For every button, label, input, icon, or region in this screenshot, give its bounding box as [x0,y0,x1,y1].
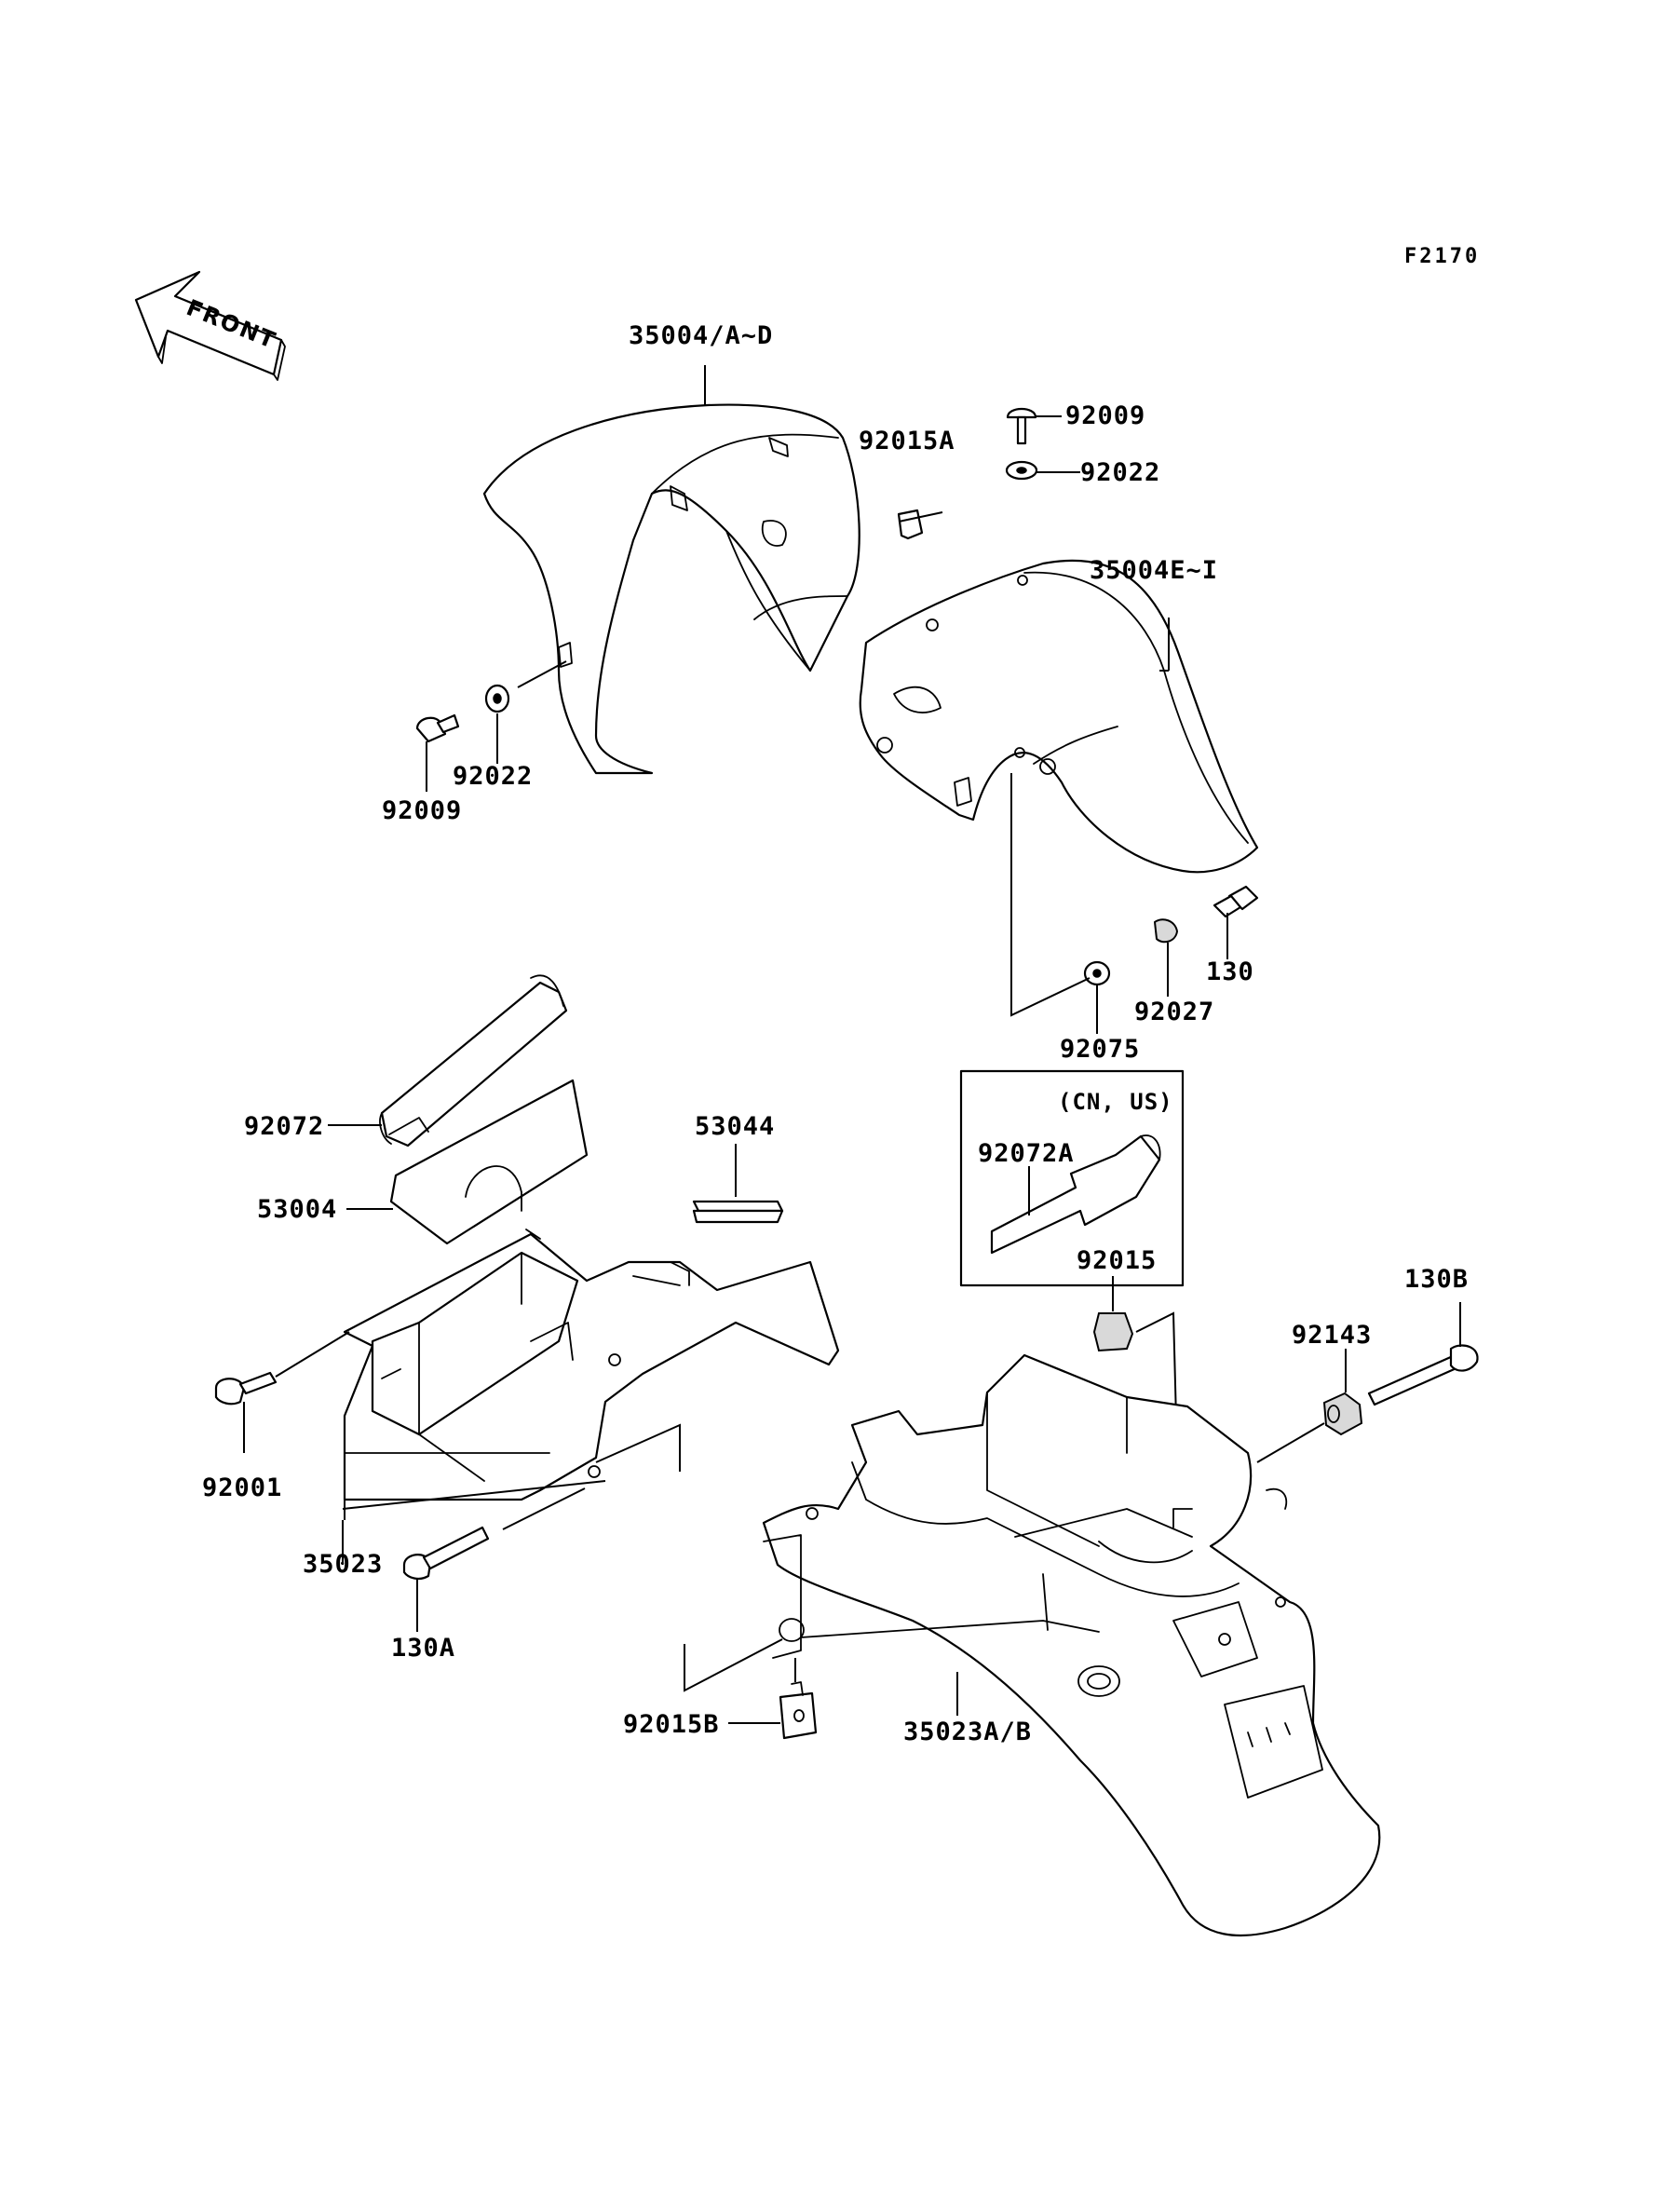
bolt-130a [344,1423,681,1632]
figure-code: F2170 [1404,245,1481,268]
bolt-130 [1213,885,1259,959]
bolt-130b [1367,1302,1479,1406]
label-53004: 53004 [257,1195,338,1224]
label-92072a: 92072A [978,1139,1075,1168]
rear-fender-inner-35023 [343,1229,840,1501]
pad-53044 [692,1144,784,1224]
label-53044: 53044 [695,1112,776,1141]
label-92009-top: 92009 [1065,401,1146,430]
label-92015b: 92015B [623,1710,720,1739]
label-130b: 130B [1404,1265,1470,1294]
label-inset-region: (CN, US) [1058,1089,1173,1115]
label-92015: 92015 [1077,1246,1158,1275]
label-35023: 35023 [303,1550,384,1579]
washer-92022-top [1005,460,1080,481]
clip-92015a [897,509,924,540]
label-92075: 92075 [1060,1035,1141,1064]
label-92022-top: 92022 [1080,458,1161,487]
label-130a: 130A [391,1634,456,1663]
label-35004-e-i: 35004E~I [1090,556,1219,585]
label-92015a: 92015A [859,427,955,455]
label-92027: 92027 [1134,998,1215,1026]
screw-92009-left [415,713,460,792]
nut-92015 [1092,1276,1179,1491]
collar-92143 [1256,1349,1363,1463]
label-92009-left: 92009 [382,796,463,825]
label-130: 130 [1206,957,1254,986]
clip-92015b [684,1638,818,1740]
front-fender-lower [859,559,1259,874]
band-92072 [328,974,568,1148]
washer-92075 [1010,773,1111,1034]
inset-92072a [959,1069,1185,1287]
label-92143: 92143 [1292,1321,1373,1350]
label-35023ab: 35023A/B [903,1718,1033,1746]
label-35004-a-d: 35004/A~D [629,321,774,350]
front-direction-arrow [134,270,286,381]
label-92001: 92001 [202,1473,283,1502]
front-fender-upper [482,365,860,775]
rear-fender-35023ab [762,1353,1381,1937]
leader-lines [342,511,1170,1716]
bolt-92001 [214,1331,350,1453]
washer-92022-left [484,660,567,764]
cover-53004 [346,1079,589,1245]
label-92072: 92072 [244,1112,325,1141]
nut-92027 [1153,918,1179,997]
label-92022-left: 92022 [453,762,534,791]
screw-92009-top [1006,407,1062,445]
